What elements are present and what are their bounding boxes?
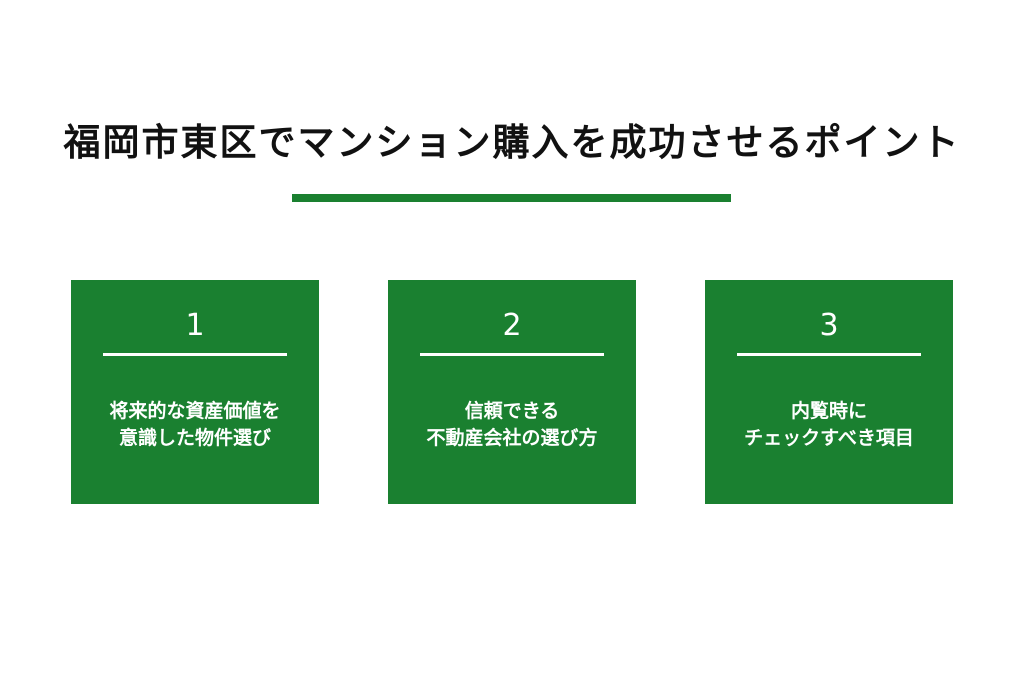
point-card-3: 3 内覧時に チェックすべき項目 [705,280,953,504]
card-description: 内覧時に チェックすべき項目 [705,398,953,452]
card-line: 不動産会社の選び方 [426,427,598,449]
card-number: 3 [819,308,839,343]
card-line: チェックすべき項目 [744,427,914,449]
card-divider [420,353,604,356]
card-line: 内覧時に [790,400,867,422]
card-line: 将来的な資産価値を [109,400,281,422]
title-underline [292,194,731,202]
card-line: 意識した物件選び [118,427,271,449]
card-divider [103,353,287,356]
page-title: 福岡市東区でマンション購入を成功させるポイント [63,121,961,164]
card-number: 1 [185,308,205,343]
point-card-1: 1 将来的な資産価値を 意識した物件選び [71,280,319,504]
point-card-2: 2 信頼できる 不動産会社の選び方 [388,280,636,504]
card-number: 2 [502,308,522,343]
card-description: 将来的な資産価値を 意識した物件選び [71,398,319,452]
card-divider [737,353,921,356]
card-description: 信頼できる 不動産会社の選び方 [388,398,636,452]
card-line: 信頼できる [464,400,560,422]
